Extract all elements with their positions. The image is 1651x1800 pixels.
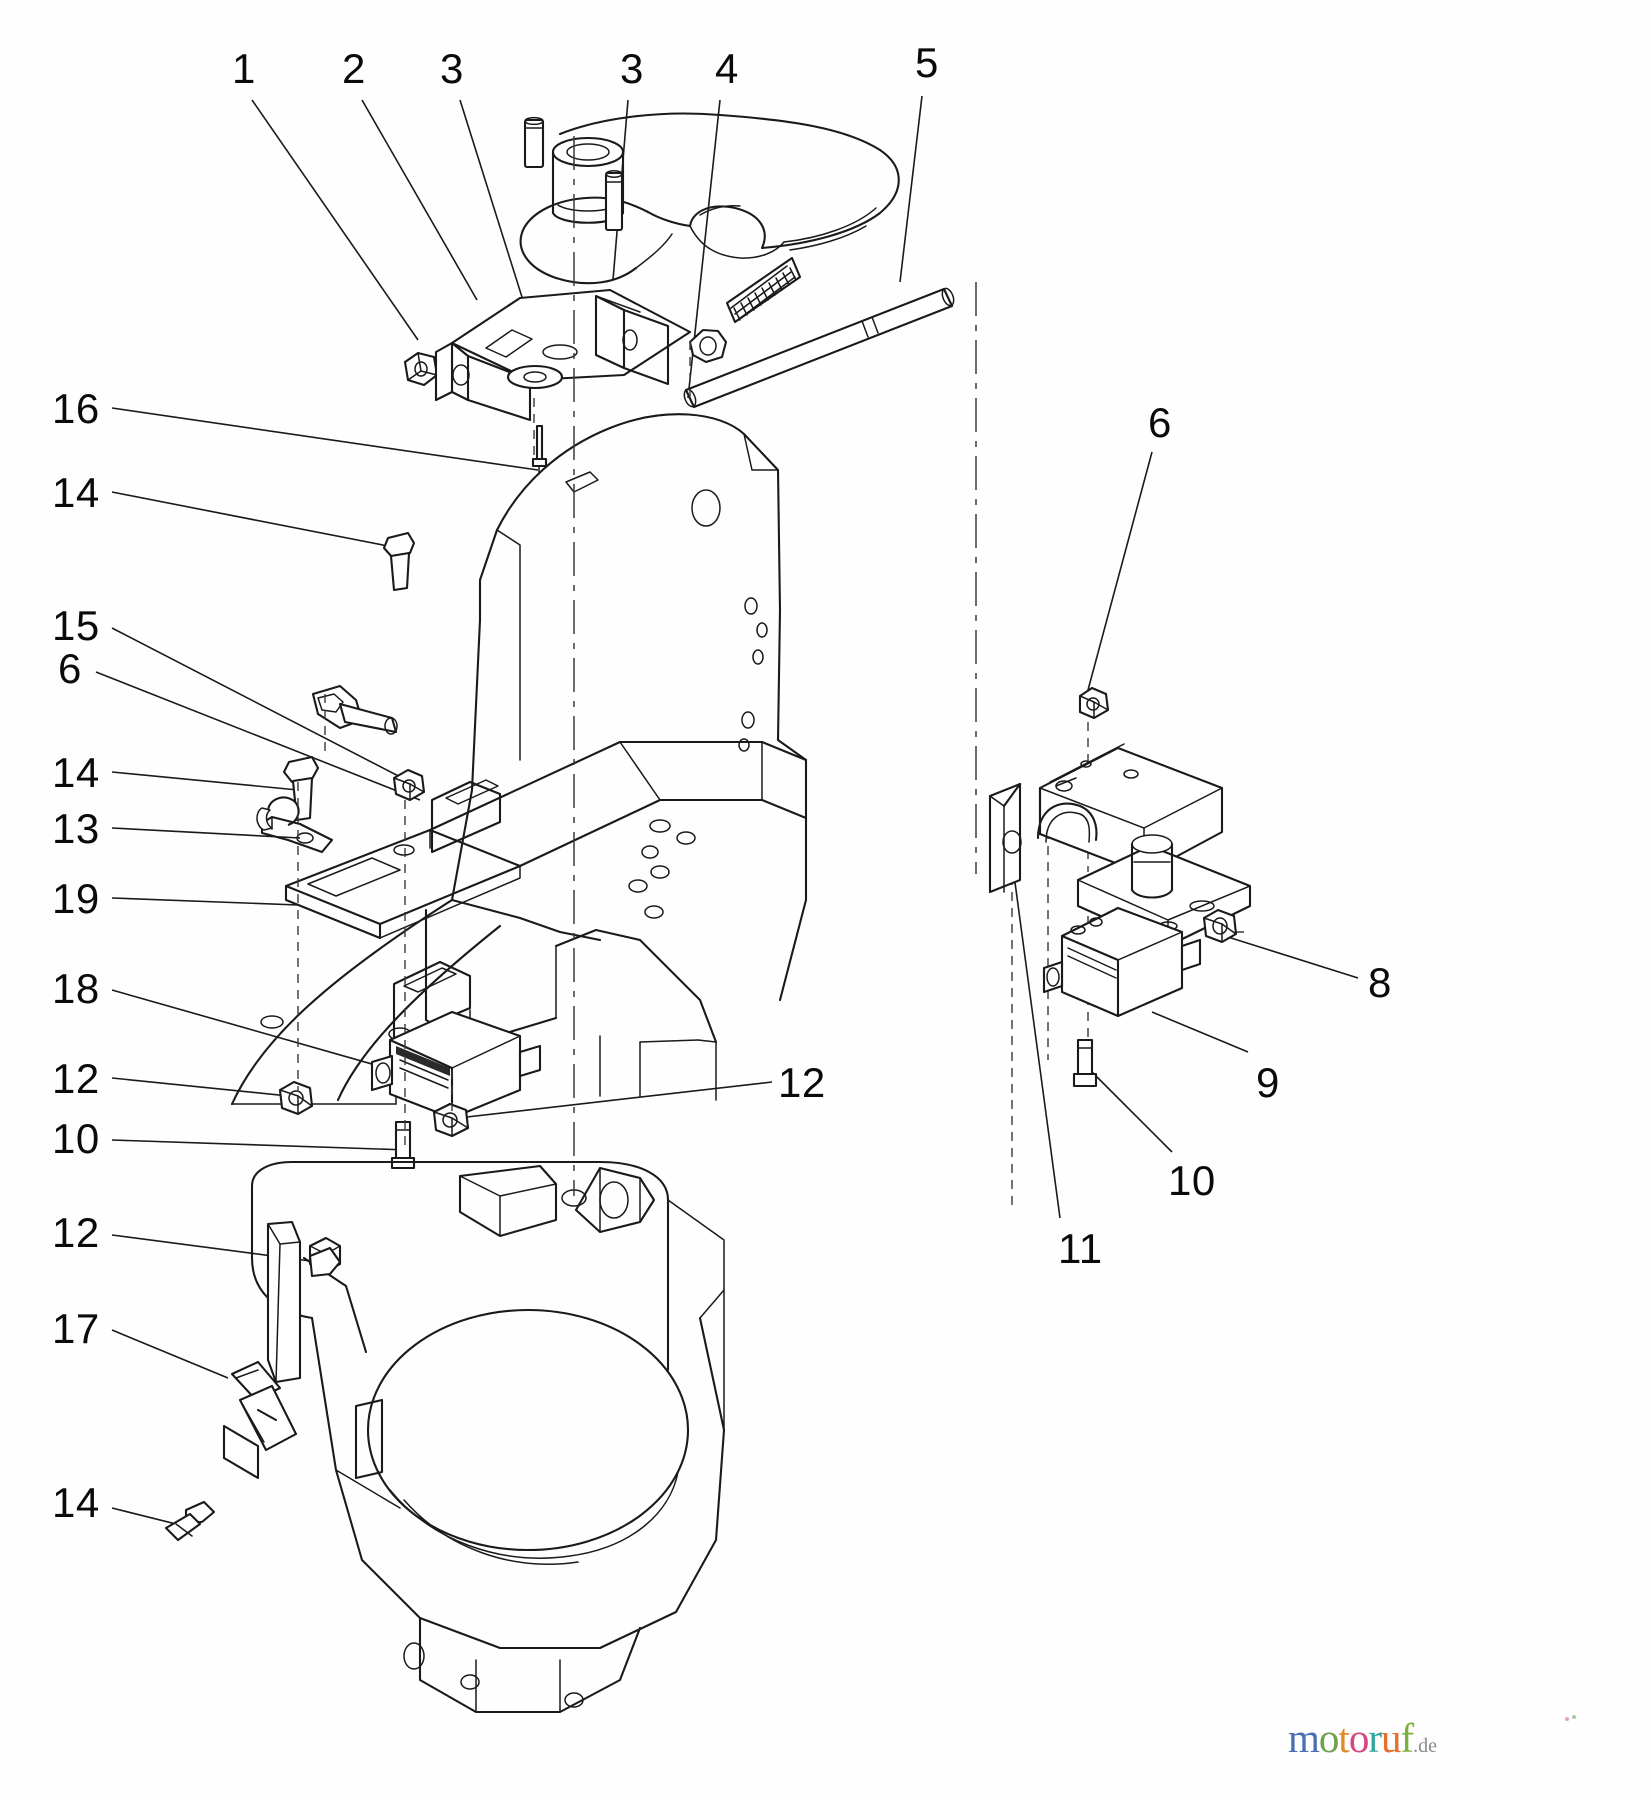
- callout-c5: 5: [915, 39, 939, 86]
- watermark-letter-2: t: [1338, 1715, 1349, 1761]
- leader-c10a: [111, 1139, 409, 1151]
- callout-c17: 17: [52, 1305, 100, 1352]
- leader-c13: [111, 827, 301, 839]
- callout-c4: 4: [715, 45, 739, 92]
- site-watermark: motoruf.de: [1288, 1718, 1437, 1759]
- part-5-rod: [683, 287, 955, 409]
- callout-c8: 8: [1368, 959, 1392, 1006]
- watermark-suffix: .de: [1413, 1735, 1438, 1757]
- part-6-nut-right: [1078, 686, 1110, 720]
- callout-c12b: 12: [52, 1209, 100, 1256]
- callout-c3b: 3: [620, 45, 644, 92]
- leader-c6l: [95, 671, 421, 801]
- deck-pin-left: [523, 116, 545, 169]
- leader-c12a: [111, 1077, 309, 1099]
- leader-c8: [1211, 931, 1359, 979]
- callout-c12a: 12: [52, 1055, 100, 1102]
- leader-c1: [251, 99, 419, 341]
- callout-c14b: 14: [52, 749, 100, 796]
- callout-c10a: 10: [52, 1115, 100, 1162]
- part-16-screw: [531, 424, 548, 475]
- leader-c2: [361, 99, 478, 301]
- part-14-bolt-bottom: [164, 1500, 216, 1542]
- callout-c18: 18: [52, 965, 100, 1012]
- callout-c9: 9: [1256, 1059, 1280, 1106]
- part-1-nut: [403, 351, 439, 387]
- part-18-switch-left: [370, 1010, 542, 1120]
- leader-c18: [111, 989, 401, 1073]
- callout-c16: 16: [52, 385, 100, 432]
- deck-pin-right: [604, 170, 624, 232]
- part-4-spring: [725, 256, 802, 324]
- part-14-bolt-upper: [382, 531, 416, 592]
- watermark-letters: motoruf: [1288, 1715, 1414, 1761]
- leader-c16: [111, 407, 539, 471]
- part-17-link-rod: [222, 1220, 342, 1480]
- callout-c13: 13: [52, 805, 100, 852]
- leader-c14a: [111, 491, 399, 549]
- part-12-nut-a: [278, 1080, 314, 1116]
- leader-c9: [1151, 1011, 1249, 1053]
- part-12-nut-b: [432, 1102, 470, 1138]
- watermark-letter-0: m: [1288, 1715, 1320, 1761]
- watermark-letter-3: o: [1348, 1715, 1369, 1761]
- callout-c6r: 6: [1148, 399, 1172, 446]
- part-8-nut: [1202, 908, 1238, 944]
- boss-cylinder: [1130, 834, 1174, 899]
- part-10-screw-right: [1072, 1038, 1098, 1088]
- leader-lines: [95, 95, 1359, 1529]
- part-19-plate: [284, 828, 522, 940]
- leader-c15: [111, 627, 411, 783]
- leader-c19: [111, 897, 299, 906]
- part-2-bracket: [434, 288, 692, 422]
- leader-c6r: [1087, 451, 1153, 691]
- leader-c5: [899, 95, 923, 283]
- part-9-switch-right: [1042, 906, 1202, 1018]
- leader-c14b: [111, 771, 299, 791]
- part-13-clamp: [256, 796, 334, 854]
- callout-c3a: 3: [440, 45, 464, 92]
- part-3-washer-lower: [506, 364, 564, 390]
- watermark-letter-4: r: [1368, 1715, 1382, 1761]
- callout-c14a: 14: [52, 469, 100, 516]
- leader-c17: [111, 1329, 229, 1379]
- callout-c15: 15: [52, 602, 100, 649]
- lower-engine-body: [250, 1160, 726, 1714]
- leader-c12c: [457, 1081, 773, 1119]
- callout-c12c: 12: [778, 1059, 826, 1106]
- part-6-nut-left: [392, 768, 426, 802]
- right-bracket-assembly: [988, 686, 1252, 948]
- callout-c19: 19: [52, 875, 100, 922]
- part-3-washer-upper: [688, 328, 728, 364]
- watermark-letter-1: o: [1318, 1715, 1339, 1761]
- callout-c1: 1: [232, 45, 256, 92]
- leader-c11: [1011, 859, 1061, 1219]
- callout-c10b: 10: [1168, 1157, 1216, 1204]
- watermark-letter-6: f: [1400, 1715, 1414, 1761]
- watermark-letter-5: u: [1380, 1715, 1401, 1761]
- leader-c10b: [1091, 1071, 1173, 1153]
- callout-c11: 11: [1058, 1225, 1103, 1272]
- callout-c14c: 14: [52, 1479, 100, 1526]
- callout-c2: 2: [342, 45, 366, 92]
- callout-c6l: 6: [58, 645, 82, 692]
- watermark-dots-icon: [1565, 1715, 1579, 1722]
